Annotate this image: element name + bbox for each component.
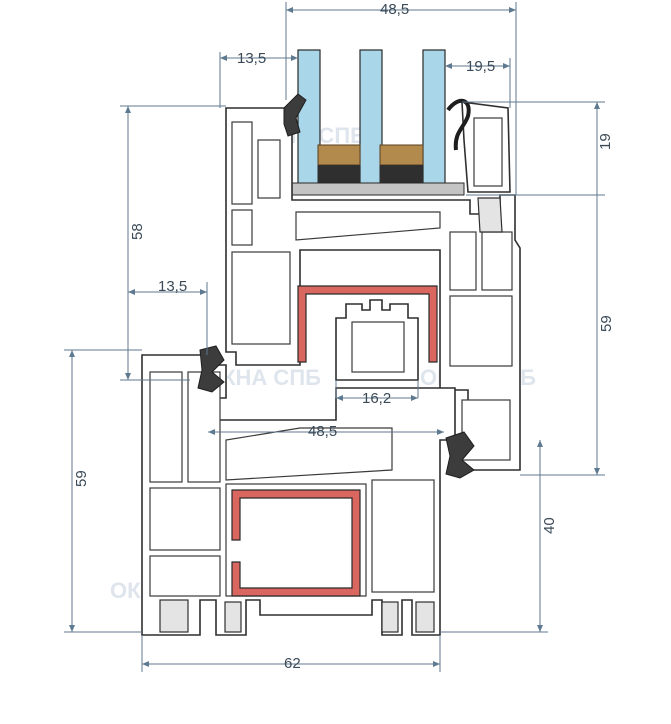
dim-label-59-right: 59 xyxy=(598,315,615,332)
sash-chamber-left-mid xyxy=(231,209,253,246)
frame-foot-2 xyxy=(224,601,242,633)
sash-reinforcement xyxy=(297,285,438,363)
arrow xyxy=(537,625,543,632)
frame-chamber-top-wedge xyxy=(225,427,393,481)
dim-label-bead-left: 13,5 xyxy=(237,50,266,67)
dim-label-frame-inner: 48,5 xyxy=(308,423,337,440)
arrow xyxy=(69,350,75,357)
seal-glass-left xyxy=(283,93,307,137)
desiccant-1 xyxy=(317,144,361,166)
sash-chamber-left-top xyxy=(231,121,253,205)
seal-frame-left xyxy=(197,345,225,393)
dim-label-overlap: 16,2 xyxy=(362,390,391,407)
sash-outer-contour xyxy=(225,107,521,471)
arrow xyxy=(445,63,452,69)
frame-reinforcement xyxy=(231,489,361,597)
arrow xyxy=(291,55,298,61)
dim-label-19: 19 xyxy=(597,133,614,150)
arrow xyxy=(594,468,600,475)
arrow xyxy=(220,55,227,61)
arrow xyxy=(125,373,131,380)
arrow xyxy=(433,661,440,667)
insulated-glass-unit xyxy=(287,49,465,196)
arrow xyxy=(537,440,543,447)
dim-label-top-width: 48,5 xyxy=(380,1,409,18)
arrow xyxy=(208,429,215,435)
arrow xyxy=(336,395,343,401)
arrow xyxy=(200,289,207,295)
butyl-seal-1 xyxy=(318,165,360,185)
dimension-lines: 48,5 13,5 19,5 19 59 58 13,5 59 xyxy=(64,1,615,672)
arrow xyxy=(437,429,444,435)
desiccant-2 xyxy=(379,144,424,166)
glass-pane-2 xyxy=(359,49,383,191)
seal-glass-right xyxy=(446,99,471,151)
glazing-packer xyxy=(287,182,465,196)
arrow xyxy=(411,395,418,401)
arrow xyxy=(509,7,516,13)
arrow xyxy=(594,102,600,109)
arrow xyxy=(128,289,135,295)
sash-chamber-right-3 xyxy=(449,295,513,367)
dim-label-58: 58 xyxy=(129,223,146,240)
sash-chamber-inner-left xyxy=(257,139,281,199)
arrow xyxy=(286,7,293,13)
butyl-seal-2 xyxy=(380,165,423,185)
frame-profile xyxy=(141,354,456,636)
dim-label-59-left: 59 xyxy=(73,470,90,487)
frame-chamber-left-mid xyxy=(149,487,221,551)
sash-center-tab-chamber xyxy=(351,321,405,373)
frame-chamber-left-top xyxy=(149,371,183,483)
dim-label-step: 13,5 xyxy=(158,278,187,295)
dim-label-62: 62 xyxy=(284,655,301,672)
frame-foot-3 xyxy=(381,601,399,633)
glazing-bead-chamber xyxy=(473,117,503,187)
sash-chamber-top-wedge xyxy=(295,211,441,241)
sash-profile xyxy=(225,101,521,471)
frame-foot-1 xyxy=(159,599,189,633)
seals xyxy=(197,93,475,479)
arrow xyxy=(69,625,75,632)
sash-chamber-left-bottom xyxy=(231,251,291,345)
frame-foot-4 xyxy=(415,601,435,633)
frame-chamber-left-bottom xyxy=(149,555,221,597)
arrow xyxy=(125,106,131,113)
arrow xyxy=(142,661,149,667)
glass-pane-1 xyxy=(297,49,321,191)
frame-chamber-right xyxy=(371,479,435,593)
seal-frame-right xyxy=(445,431,475,479)
arrow xyxy=(503,63,510,69)
dimension-arrows xyxy=(69,7,600,667)
sash-chamber-right-2 xyxy=(481,231,513,291)
glass-pane-3 xyxy=(422,49,446,191)
bead-clip xyxy=(477,197,503,233)
frame-chamber-center xyxy=(225,483,367,597)
dim-label-bead-right: 19,5 xyxy=(466,58,495,75)
dim-label-40: 40 xyxy=(541,517,558,534)
sash-chamber-right-1 xyxy=(449,231,477,291)
